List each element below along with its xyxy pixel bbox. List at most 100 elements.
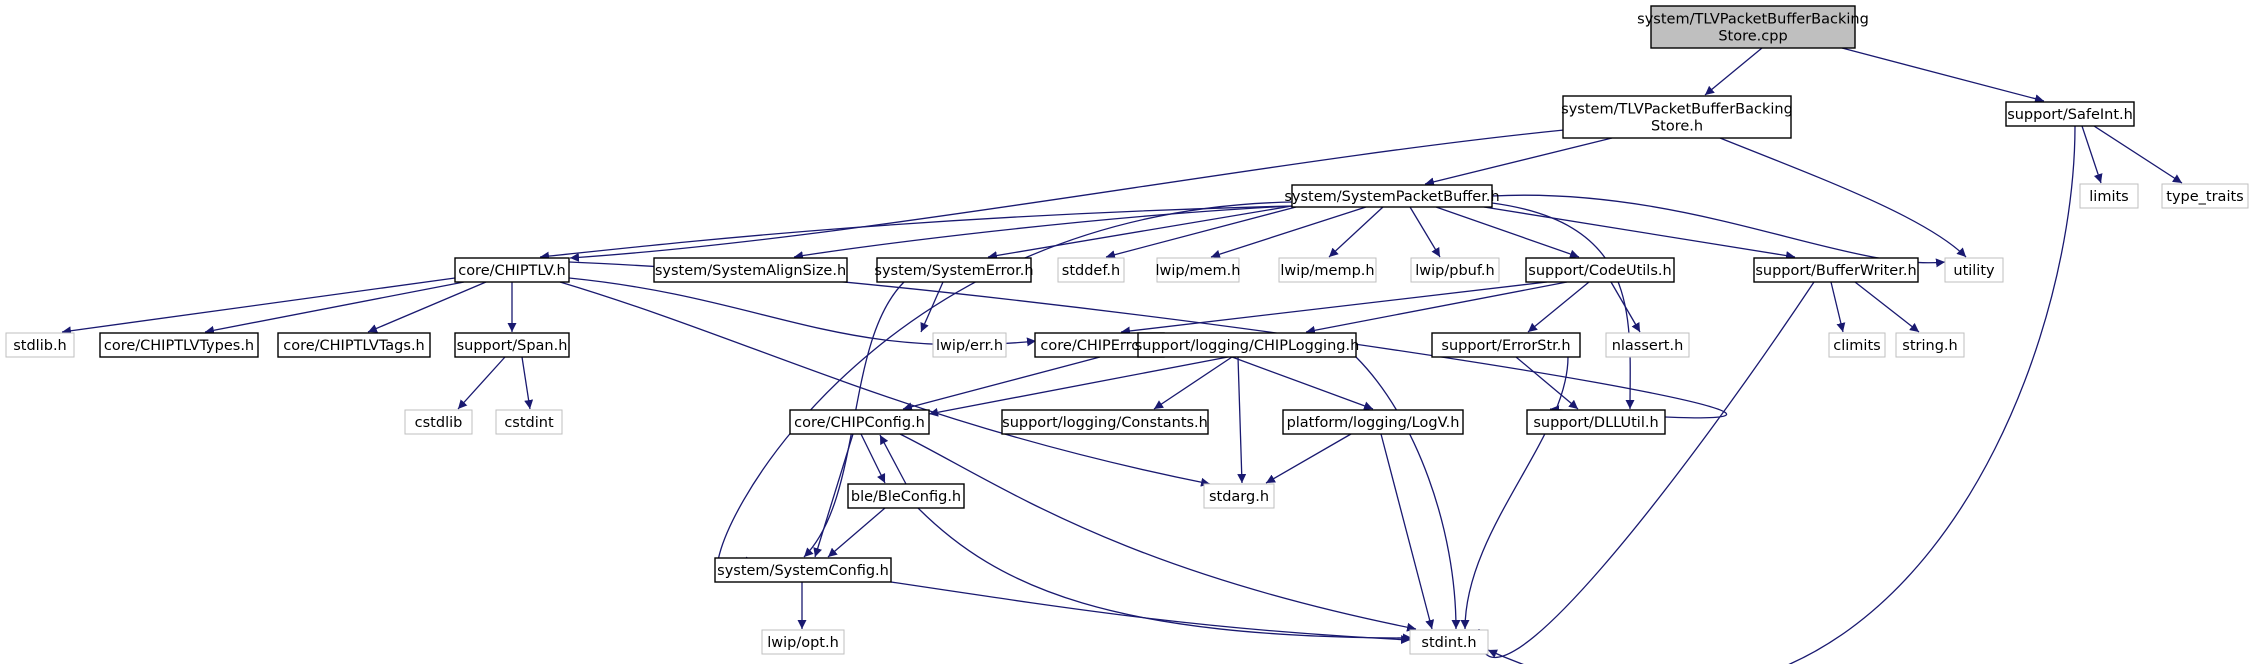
node-label-stddef: stddef.h xyxy=(1062,263,1120,279)
node-label-bleconfig: ble/BleConfig.h xyxy=(851,489,961,505)
node-span[interactable]: support/Span.h xyxy=(454,332,570,358)
node-label-root: system/TLVPacketBufferBacking xyxy=(1637,12,1869,28)
edge-spb-to-stddef xyxy=(1105,206,1297,260)
node-box-root xyxy=(1650,5,1856,49)
edge-bleconfig-to-sysconfig xyxy=(827,507,886,558)
edge-spb-to-utility xyxy=(1491,194,1946,268)
node-box-chiplogging xyxy=(1137,332,1357,358)
node-box-lwippbuf xyxy=(1410,257,1500,283)
edge-codeutils-to-nlassert xyxy=(1610,281,1641,333)
node-chiptlv[interactable]: core/CHIPTLV.h xyxy=(454,257,570,283)
node-box-tlvh xyxy=(1562,95,1792,139)
node-label-spb: system/SystemPacketBuffer.h xyxy=(1284,189,1499,205)
node-sysalign[interactable]: system/SystemAlignSize.h xyxy=(653,257,848,283)
edge-chiplogging-to-stdint xyxy=(1355,356,1461,630)
nodes-layer: system/TLVPacketBufferBackingStore.cppsy… xyxy=(5,5,2249,655)
node-label-utility: utility xyxy=(1953,263,1995,279)
node-lwipmem: lwip/mem.h xyxy=(1156,257,1240,283)
node-stdint: stdint.h xyxy=(1409,629,1489,655)
node-codeutils[interactable]: support/CodeUtils.h xyxy=(1525,257,1675,283)
edge-chipconfig-to-stdint xyxy=(899,433,1417,632)
edge-logv-to-stdint xyxy=(1380,433,1435,630)
node-constants[interactable]: support/logging/Constants.h xyxy=(1001,409,1209,435)
node-spb[interactable]: system/SystemPacketBuffer.h xyxy=(1284,184,1500,208)
node-logv[interactable]: platform/logging/LogV.h xyxy=(1282,409,1464,435)
node-cstdint: cstdint xyxy=(495,409,563,435)
node-label-nlassert: nlassert.h xyxy=(1612,338,1684,354)
node-errorstr[interactable]: support/ErrorStr.h xyxy=(1431,332,1581,358)
node-chipconfig[interactable]: core/CHIPConfig.h xyxy=(789,409,930,435)
edge-tlvh-to-utility xyxy=(1719,137,1967,258)
node-dllutil[interactable]: support/DLLUtil.h xyxy=(1526,409,1666,435)
node-box-lwipmemp xyxy=(1278,257,1377,283)
edge-span-to-cstdint xyxy=(521,356,534,410)
node-label-chipconfig: core/CHIPConfig.h xyxy=(794,415,925,431)
edge-logv-to-stdarg xyxy=(1265,433,1352,484)
node-bufwriter[interactable]: support/BufferWriter.h xyxy=(1753,257,1919,283)
node-safeint[interactable]: support/SafeInt.h xyxy=(2005,101,2135,127)
node-nlassert: nlassert.h xyxy=(1605,332,1690,358)
edge-safeint-to-type_traits xyxy=(2093,125,2183,184)
node-box-lwiperr xyxy=(932,332,1007,358)
node-box-nlassert xyxy=(1605,332,1690,358)
node-chiplogging[interactable]: support/logging/CHIPLogging.h xyxy=(1135,332,1360,358)
node-lwiperr: lwip/err.h xyxy=(932,332,1007,358)
node-lwipmemp: lwip/memp.h xyxy=(1278,257,1377,283)
node-box-logv xyxy=(1282,409,1464,435)
edge-spb-to-lwippbuf xyxy=(1409,206,1441,258)
node-label-lwipopt: lwip/opt.h xyxy=(767,635,839,651)
node-box-codeutils xyxy=(1525,257,1675,283)
node-box-bleconfig xyxy=(847,483,965,509)
node-stdarg: stdarg.h xyxy=(1203,483,1275,509)
node-syserr[interactable]: system/SystemError.h xyxy=(874,257,1034,283)
node-sysconfig[interactable]: system/SystemConfig.h xyxy=(714,557,892,583)
node-box-bufwriter xyxy=(1753,257,1919,283)
node-lwipopt: lwip/opt.h xyxy=(761,629,845,655)
edge-root-to-tlvh xyxy=(1704,47,1763,96)
edge-codeutils-to-chiperror xyxy=(1120,281,1548,336)
node-label-climits: climits xyxy=(1833,338,1880,354)
edge-codeutils-to-chiplogging xyxy=(1305,281,1568,335)
node-tlvtypes[interactable]: core/CHIPTLVTypes.h xyxy=(99,332,259,358)
edge-chiplogging-to-chipconfig xyxy=(928,356,1229,417)
node-tlvtags[interactable]: core/CHIPTLVTags.h xyxy=(277,332,431,358)
node-box-stringh xyxy=(1895,332,1965,358)
node-label-type_traits: type_traits xyxy=(2166,189,2243,205)
node-box-constants xyxy=(1001,409,1209,435)
edge-syserr-to-lwiperr xyxy=(920,281,944,333)
node-box-cstdlib xyxy=(404,409,473,435)
node-label-cstdint: cstdint xyxy=(504,415,554,431)
edge-root-to-safeint xyxy=(1841,47,2045,104)
node-label-lwippbuf: lwip/pbuf.h xyxy=(1415,263,1494,279)
edge-spb-to-codeutils xyxy=(1435,206,1580,259)
node-box-cstdint xyxy=(495,409,563,435)
node-label-dllutil: support/DLLUtil.h xyxy=(1533,415,1658,431)
edge-span-to-cstdlib xyxy=(457,356,506,410)
node-box-lwipopt xyxy=(761,629,845,655)
node-box-stdlib xyxy=(5,332,75,358)
edge-safeint-to-stdint xyxy=(1487,125,2076,664)
node-label-stdlib: stdlib.h xyxy=(13,338,67,354)
node-label-chiplogging: support/logging/CHIPLogging.h xyxy=(1135,338,1360,354)
node-label-tlvtags: core/CHIPTLVTags.h xyxy=(283,338,425,354)
node-label-sysalign: system/SystemAlignSize.h xyxy=(655,263,846,279)
node-box-tlvtags xyxy=(277,332,431,358)
node-label-logv: platform/logging/LogV.h xyxy=(1287,415,1460,431)
edge-chiperror-to-chipconfig xyxy=(902,356,1101,412)
node-climits: climits xyxy=(1828,332,1886,358)
node-bleconfig[interactable]: ble/BleConfig.h xyxy=(847,483,965,509)
node-label-stringh: string.h xyxy=(1902,338,1957,354)
edge-chiplogging-to-stdarg xyxy=(1237,356,1247,484)
node-cstdlib: cstdlib xyxy=(404,409,473,435)
edge-bufwriter-to-climits xyxy=(1830,281,1846,333)
node-box-chiptlv xyxy=(454,257,570,283)
node-label-chiperror: core/CHIPError.h xyxy=(1040,338,1158,354)
node-stringh: string.h xyxy=(1895,332,1965,358)
node-label-tlvtypes: core/CHIPTLVTypes.h xyxy=(104,338,254,354)
node-box-errorstr xyxy=(1431,332,1581,358)
node-limits: limits xyxy=(2079,183,2139,209)
edge-chiptlv-to-tlvtags xyxy=(367,281,487,333)
node-box-stdarg xyxy=(1203,483,1275,509)
